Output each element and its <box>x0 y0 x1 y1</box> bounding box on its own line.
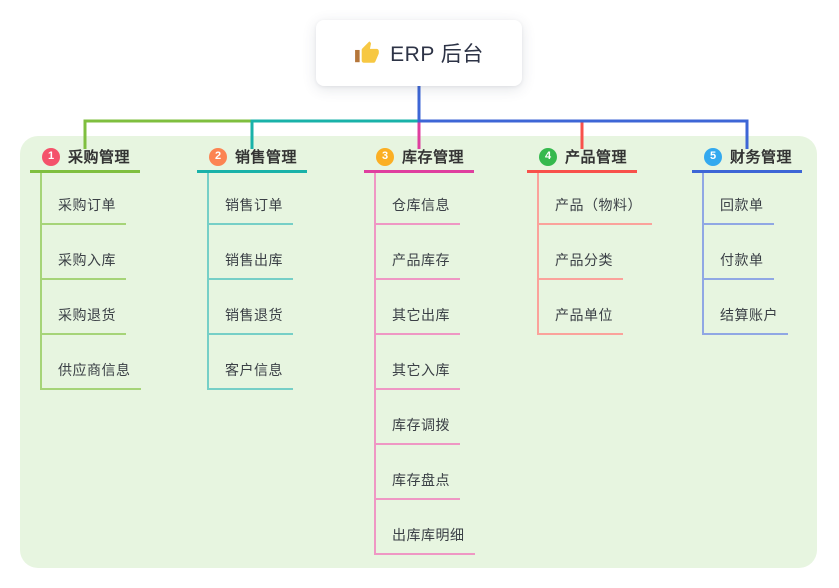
child-node[interactable]: 库存调拨 <box>376 390 460 445</box>
branch-title[interactable]: 3 库存管理 <box>364 147 475 173</box>
child-node[interactable]: 客户信息 <box>209 335 293 390</box>
child-node[interactable]: 采购入库 <box>42 225 126 280</box>
thumbs-up-icon <box>355 41 379 63</box>
branch: 5 财务管理 回款单付款单结算账户 <box>692 146 803 335</box>
child-node[interactable]: 付款单 <box>704 225 774 280</box>
branch-children: 销售订单销售出库销售退货客户信息 <box>207 173 307 390</box>
branch-label: 采购管理 <box>68 149 131 166</box>
branch-title[interactable]: 4 产品管理 <box>527 147 638 173</box>
branch-label: 产品管理 <box>565 149 628 166</box>
child-node[interactable]: 库存盘点 <box>376 445 460 500</box>
child-node[interactable]: 销售退货 <box>209 280 293 335</box>
branch: 1 采购管理 采购订单采购入库采购退货供应商信息 <box>30 146 141 390</box>
branch-number-badge: 5 <box>704 147 722 166</box>
child-node[interactable]: 销售订单 <box>209 173 293 225</box>
branch: 3 库存管理 仓库信息产品库存其它出库其它入库库存调拨库存盘点出库库明细 <box>364 146 475 555</box>
branch-children: 采购订单采购入库采购退货供应商信息 <box>40 173 141 390</box>
root-label: ERP 后台 <box>390 43 484 66</box>
child-node[interactable]: 出库库明细 <box>376 500 475 555</box>
branch: 4 产品管理 产品（物料）产品分类产品单位 <box>527 146 652 335</box>
child-node[interactable]: 其它出库 <box>376 280 460 335</box>
child-node[interactable]: 供应商信息 <box>42 335 141 390</box>
child-node[interactable]: 回款单 <box>704 173 774 225</box>
branch-number-badge: 3 <box>376 147 394 166</box>
branch-number-badge: 1 <box>42 147 60 166</box>
child-node[interactable]: 产品库存 <box>376 225 460 280</box>
branch: 2 销售管理 销售订单销售出库销售退货客户信息 <box>197 146 308 390</box>
branch-number-badge: 4 <box>539 147 557 166</box>
child-node[interactable]: 仓库信息 <box>376 173 460 225</box>
child-node[interactable]: 结算账户 <box>704 280 788 335</box>
branch-children: 回款单付款单结算账户 <box>702 173 802 335</box>
branch-title[interactable]: 5 财务管理 <box>692 147 803 173</box>
child-node[interactable]: 采购订单 <box>42 173 126 225</box>
branches-panel <box>20 136 817 568</box>
child-node[interactable]: 采购退货 <box>42 280 126 335</box>
root-node[interactable]: ERP 后台 <box>316 20 522 86</box>
branch-children: 产品（物料）产品分类产品单位 <box>537 173 652 335</box>
branch-label: 库存管理 <box>402 149 465 166</box>
child-node[interactable]: 销售出库 <box>209 225 293 280</box>
branch-label: 销售管理 <box>235 149 298 166</box>
branch-label: 财务管理 <box>730 149 793 166</box>
branch-title[interactable]: 1 采购管理 <box>30 147 141 173</box>
branch-children: 仓库信息产品库存其它出库其它入库库存调拨库存盘点出库库明细 <box>374 173 475 555</box>
child-node[interactable]: 产品（物料） <box>539 173 652 225</box>
child-node[interactable]: 产品分类 <box>539 225 623 280</box>
child-node[interactable]: 产品单位 <box>539 280 623 335</box>
child-node[interactable]: 其它入库 <box>376 335 460 390</box>
branch-number-badge: 2 <box>209 147 227 166</box>
branch-title[interactable]: 2 销售管理 <box>197 147 308 173</box>
